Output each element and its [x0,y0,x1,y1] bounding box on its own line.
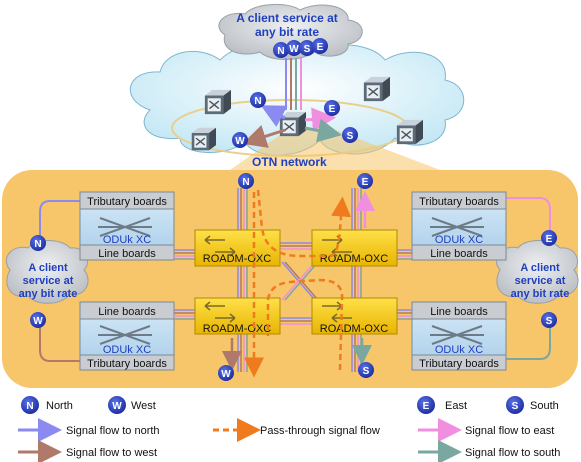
legend-east-label: East [445,400,467,412]
svg-text:E: E [362,177,369,188]
svg-text:W: W [235,136,245,147]
legend-north-label: North [46,400,73,412]
legend-flow-north-label: Signal flow to north [66,425,160,437]
legend: N North W West E East S South Signal flo… [18,396,560,462]
left-north-badge-icon: N [30,235,46,251]
router-icon [191,127,216,151]
svg-text:S: S [546,316,553,327]
zoom-beam [230,128,440,170]
pass-through-flows [244,189,352,378]
roadm-bottom-left-label: ROADM-OXC [203,323,272,335]
board-block-top-left [79,191,175,261]
svg-text:E: E [317,42,324,53]
svg-text:S: S [304,44,311,55]
left-cloud-line1: A client [28,262,68,274]
left-west-badge-icon: W [30,312,46,328]
legend-north-badge-icon: N [21,396,39,414]
roadm-bottom-right [311,297,398,335]
bottom-right-tributary-label: Tributary boards [419,358,499,370]
svg-text:N: N [26,401,33,412]
otn-network-label: OTN network [252,155,327,169]
board-block-top-right [411,191,507,261]
legend-flow-west-label: Signal flow to west [66,447,157,459]
svg-text:N: N [242,177,249,188]
north-badge-icon: N [273,42,289,58]
top-right-line-label: Line boards [430,248,488,260]
top-left-tributary-label: Tributary boards [87,196,167,208]
legend-flow-south-label: Signal flow to south [465,447,560,459]
bottom-right-xc-label: ODUk XC [435,344,483,356]
otn-flow-arrows [242,105,342,148]
otn-north-badge-icon: N [250,92,266,108]
svg-text:N: N [254,96,261,107]
router-icon [279,111,306,137]
otn-south-badge-icon: S [342,127,358,143]
router-icon [204,89,231,115]
right-east-badge-icon: E [541,230,557,246]
svg-text:S: S [347,131,354,142]
legend-south-badge-icon: S [506,396,524,414]
roadm-north-badge-icon: N [238,173,254,189]
top-right-xc-label: ODUk XC [435,234,483,246]
south-badge-icon: S [299,40,315,56]
legend-south-label: South [530,400,559,412]
svg-text:S: S [512,401,519,412]
svg-text:W: W [289,44,299,55]
svg-text:E: E [329,104,336,115]
svg-text:E: E [546,234,553,245]
top-cloud-line2: any bit rate [255,25,319,39]
router-icon [363,76,390,102]
right-cloud-line1: A client [520,262,560,274]
legend-flow-east-label: Signal flow to east [465,425,554,437]
roadm-top-left-label: ROADM-OXC [203,253,272,265]
router-icon [396,119,423,145]
board-block-bottom-right [411,301,507,371]
right-cloud-line3: any bit rate [511,288,570,300]
bottom-right-line-label: Line boards [430,306,488,318]
legend-pass-through-label: Pass-through signal flow [260,425,380,437]
otn-east-badge-icon: E [324,100,340,116]
svg-text:N: N [34,239,41,250]
svg-text:S: S [363,366,370,377]
west-badge-icon: W [286,40,302,56]
left-client-loops [39,200,80,362]
top-cloud-line1: A client service at [236,11,338,25]
right-cloud-line2: service at [515,275,566,287]
legend-east-badge-icon: E [417,396,435,414]
left-client-cloud [5,240,89,304]
roadm-top-right [311,229,398,267]
legend-west-label: West [131,400,156,412]
top-client-links [285,58,302,110]
right-south-badge-icon: S [541,312,557,328]
roadm-bottom-left [194,297,281,335]
legend-west-badge-icon: W [108,396,126,414]
svg-text:W: W [221,369,231,380]
roadm-east-badge-icon: E [357,173,373,189]
svg-text:W: W [112,401,122,412]
signal-bundles [174,188,412,372]
roadm-top-right-label: ROADM-OXC [320,253,389,265]
otn-west-badge-icon: W [232,132,248,148]
roadm-south-badge-icon: S [358,362,374,378]
bottom-left-line-label: Line boards [98,306,156,318]
top-left-xc-label: ODUk XC [103,234,151,246]
roadm-bottom-right-label: ROADM-OXC [320,323,389,335]
right-client-cloud [495,240,579,304]
right-client-loops [500,197,551,360]
svg-text:N: N [277,46,284,57]
bottom-left-xc-label: ODUk XC [103,344,151,356]
roadm-top-left [194,229,281,267]
roadm-flow-arrows [222,191,375,371]
roadm-west-badge-icon: W [218,365,234,381]
svg-text:E: E [423,401,430,412]
east-badge-icon: E [312,38,328,54]
top-right-tributary-label: Tributary boards [419,196,499,208]
left-cloud-line2: service at [23,275,74,287]
bottom-left-tributary-label: Tributary boards [87,358,167,370]
top-left-line-label: Line boards [98,248,156,260]
left-cloud-line3: any bit rate [19,288,78,300]
svg-text:W: W [33,316,43,327]
